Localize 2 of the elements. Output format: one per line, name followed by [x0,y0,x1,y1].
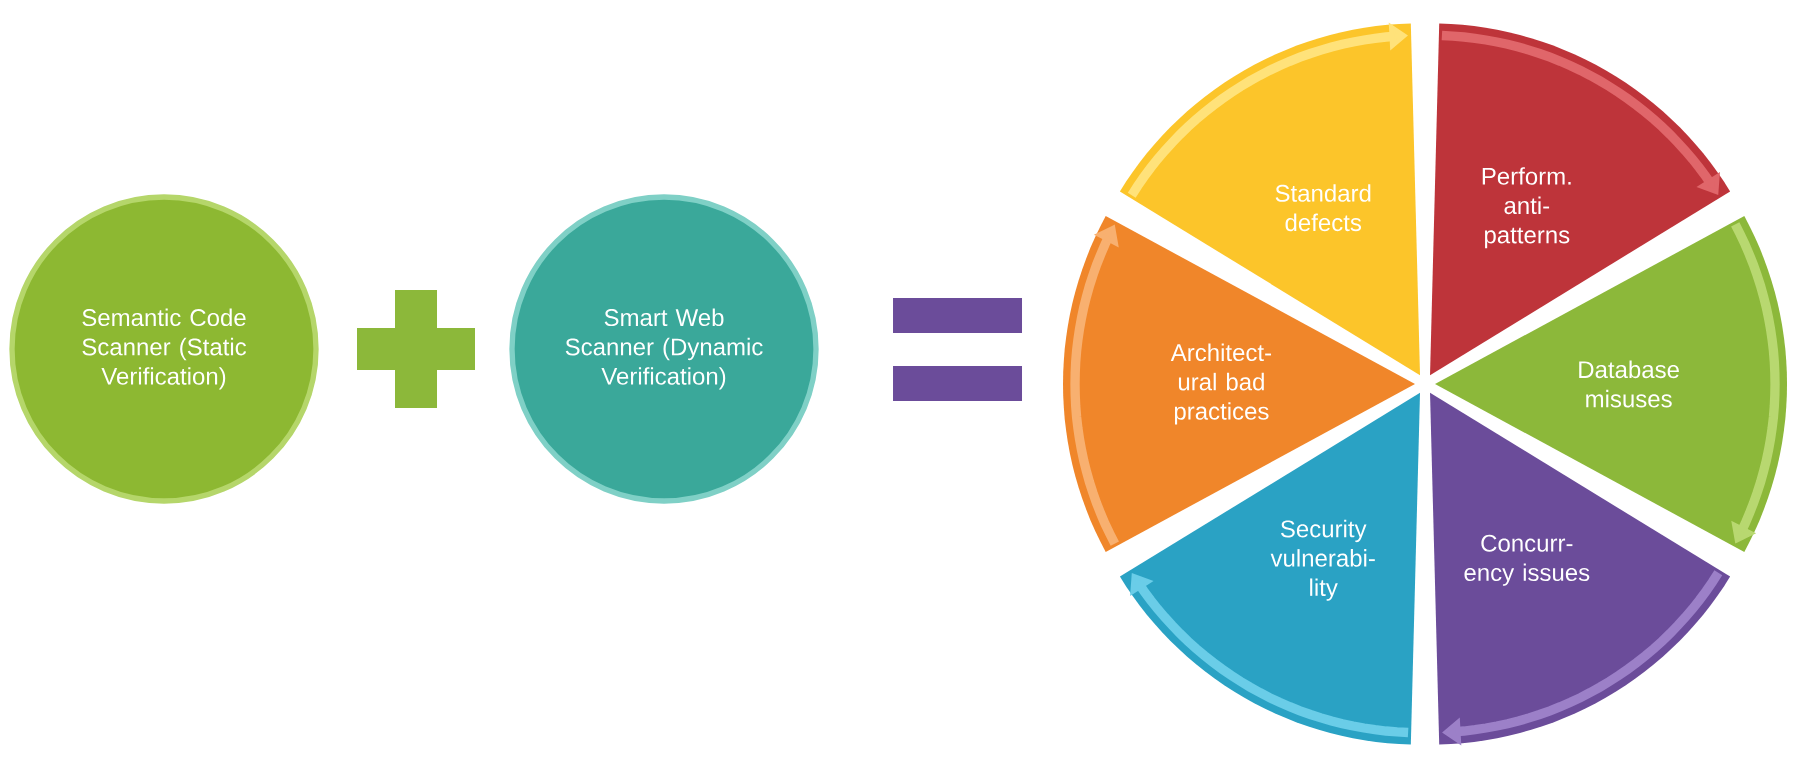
circle-node: Smart Web Scanner (Dynamic Verification) [509,194,819,504]
circle-node: Semantic Code Scanner (Static Verification) [9,194,319,504]
